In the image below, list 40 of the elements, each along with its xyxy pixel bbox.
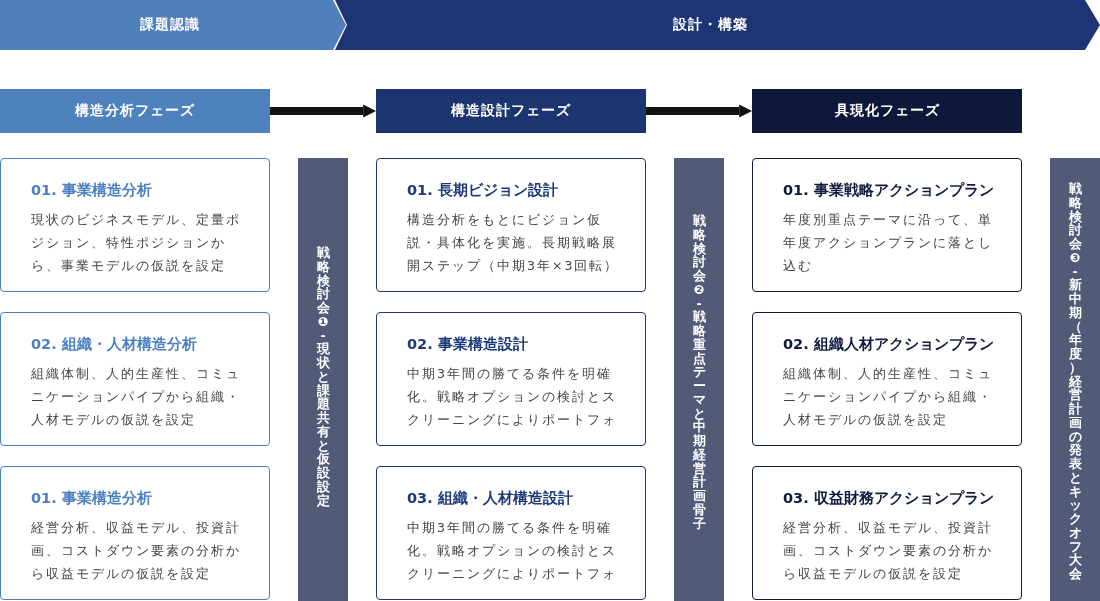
phase-header: 構造設計フェーズ bbox=[376, 89, 646, 133]
step-title: 03. 組織・人材構造設計 bbox=[407, 489, 574, 508]
step-description: 中期3年間の勝てる条件を明確化。戦略オプションの検討とスクリーニングによりポートフォ bbox=[407, 365, 618, 429]
step-description: 年度別重点テーマに沿って、単年度アクションプランに落とし込む bbox=[783, 211, 994, 275]
arrow bbox=[646, 104, 752, 118]
step-card bbox=[376, 466, 646, 600]
step-title: 03. 収益財務アクションプラン bbox=[783, 489, 995, 508]
step-description: 現状のビジネスモデル、定量ポジション、特性ポジションから、事業モデルの仮説を設定 bbox=[31, 211, 242, 275]
meeting-bar bbox=[674, 158, 724, 601]
meeting-label: 戦略検討会❶-現状と課題共有と仮設設定 bbox=[316, 246, 330, 510]
step-title: 02. 事業構造設計 bbox=[407, 335, 529, 354]
step-description: 中期3年間の勝てる条件を明確化。戦略オプションの検討とスクリーニングによりポートフォ bbox=[407, 519, 618, 583]
step-card bbox=[0, 466, 270, 600]
step-title: 01. 長期ビジョン設計 bbox=[407, 181, 559, 200]
phase-group-label: 課題認識 bbox=[140, 16, 200, 34]
step-card bbox=[752, 466, 1022, 600]
step-card bbox=[0, 158, 270, 292]
phase-header: 構造分析フェーズ bbox=[0, 89, 270, 133]
meeting-bar bbox=[298, 158, 348, 601]
meeting-label: 戦略検討会❷-戦略重点テーマと中期経営計画骨子 bbox=[692, 214, 706, 533]
step-description: 構造分析をもとにビジョン仮説・具体化を実施。長期戦略展開ステップ（中期3年×3回転） bbox=[407, 211, 621, 275]
step-description: 経営分析、収益モデル、投資計画、コストダウン要素の分析から収益モデルの仮説を設定 bbox=[31, 519, 242, 583]
step-title: 02. 組織人材アクションプラン bbox=[783, 335, 995, 354]
arrow bbox=[270, 104, 376, 118]
meeting-label: 戦略検討会❸-新中期（年度）経営計画の発表とキックオフ大会 bbox=[1068, 182, 1082, 583]
step-card bbox=[376, 312, 646, 446]
step-description: 組織体制、人的生産性、コミュニケーションパイプから組織・人材モデルの仮説を設定 bbox=[31, 365, 242, 429]
step-title: 01. 事業構造分析 bbox=[31, 489, 153, 508]
phase-header: 具現化フェーズ bbox=[752, 89, 1022, 133]
step-card bbox=[376, 158, 646, 292]
step-title: 02. 組織・人材構造分析 bbox=[31, 335, 198, 354]
phase-group-label: 設計・構築 bbox=[673, 16, 748, 34]
step-title: 01. 事業戦略アクションプラン bbox=[783, 181, 995, 200]
step-card bbox=[0, 312, 270, 446]
step-title: 01. 事業構造分析 bbox=[31, 181, 153, 200]
step-card bbox=[752, 158, 1022, 292]
meeting-bar bbox=[1050, 158, 1100, 601]
step-description: 組織体制、人的生産性、コミュニケーションパイプから組織・人材モデルの仮説を設定 bbox=[783, 365, 994, 429]
step-card bbox=[752, 312, 1022, 446]
step-description: 経営分析、収益モデル、投資計画、コストダウン要素の分析から収益モデルの仮説を設定 bbox=[783, 519, 994, 583]
